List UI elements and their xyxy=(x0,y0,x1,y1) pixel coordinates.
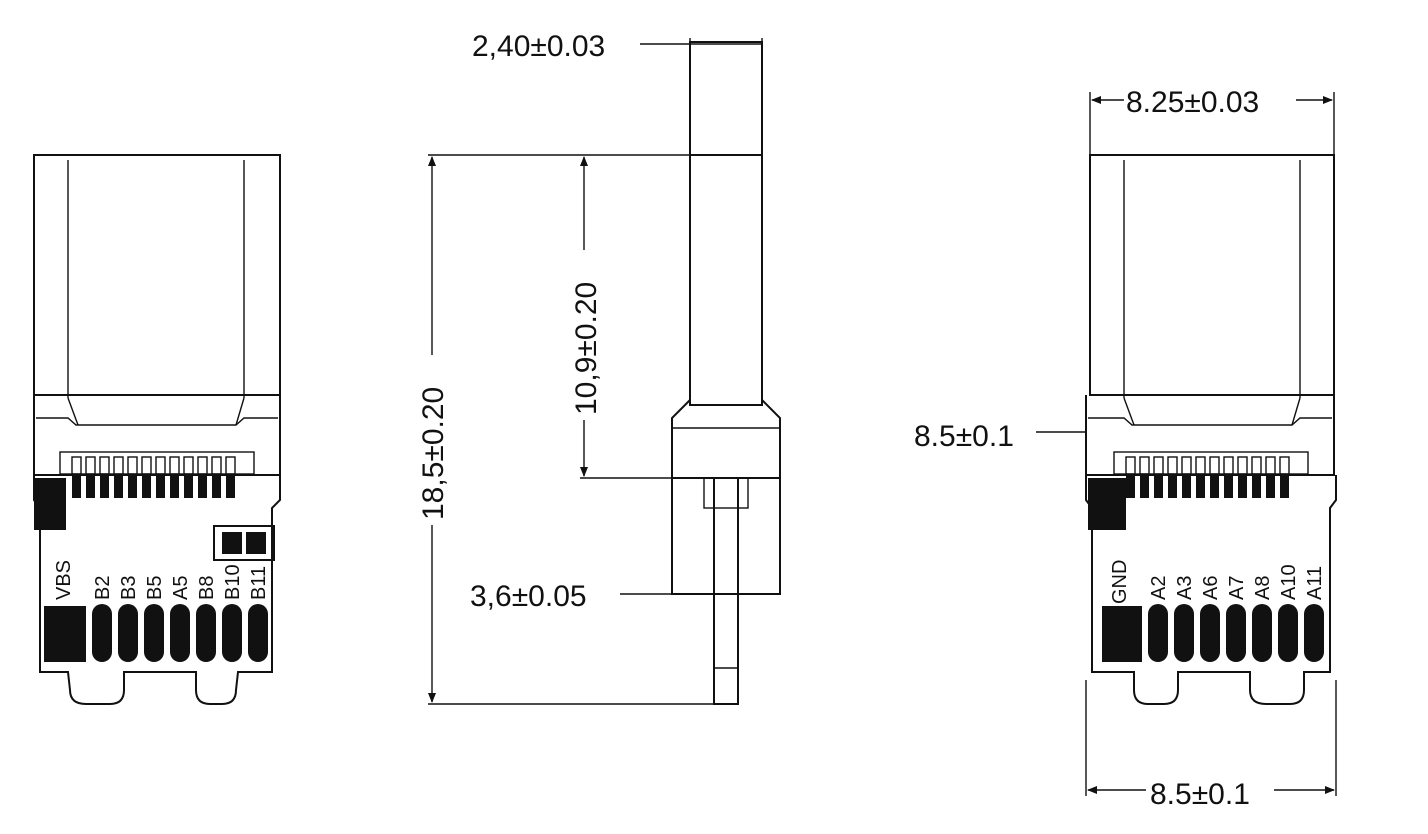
comb-lead xyxy=(114,474,123,498)
left-ground-label: VBS xyxy=(53,560,75,600)
right-pad xyxy=(1200,604,1220,662)
comb-lead xyxy=(142,474,151,498)
left-pad xyxy=(222,604,242,662)
right-pin-label: A10 xyxy=(1278,564,1300,600)
comb-finger xyxy=(85,456,96,475)
comb-finger xyxy=(1125,456,1136,475)
left-pad xyxy=(170,604,190,662)
comb-lead xyxy=(198,474,207,498)
comb-lead xyxy=(170,474,179,498)
comb-finger xyxy=(1279,456,1290,475)
comb-finger xyxy=(113,456,124,475)
right-pin-label: A3 xyxy=(1174,576,1196,600)
comb-finger xyxy=(183,456,194,475)
right-ground-label: GND xyxy=(1109,560,1131,604)
side-view: 2,40±0.03 18,5±0.20 10,9±0.20 3,6±0.05 xyxy=(417,30,781,705)
comb-finger xyxy=(197,456,208,475)
comb-lead xyxy=(1168,474,1177,498)
comb-finger xyxy=(99,456,110,475)
comb-lead xyxy=(1140,474,1149,498)
comb-finger xyxy=(1251,456,1262,475)
left-pad xyxy=(196,604,216,662)
left-pin-label: B5 xyxy=(144,576,166,600)
left-vbus-pad xyxy=(44,606,86,662)
right-pin-label: A6 xyxy=(1200,576,1222,600)
right-pad xyxy=(1252,604,1272,662)
right-gnd-pad xyxy=(1102,606,1142,662)
right-ground-pad xyxy=(1088,478,1126,530)
right-pin-comb xyxy=(1125,456,1290,498)
left-pin-label: A5 xyxy=(170,576,192,600)
dim-tip-width: 2,40±0.03 xyxy=(472,30,605,63)
dim-body-thickness: 3,6±0.05 xyxy=(470,580,587,613)
left-pad xyxy=(144,604,164,662)
comb-lead xyxy=(184,474,193,498)
comb-finger xyxy=(1195,456,1206,475)
comb-finger xyxy=(225,456,236,475)
dim-total-length: 18,5±0.20 xyxy=(417,387,450,520)
comb-lead xyxy=(1182,474,1191,498)
comb-lead xyxy=(1252,474,1261,498)
dim-plug-width: 8.25±0.03 xyxy=(1126,86,1259,119)
comb-finger xyxy=(1223,456,1234,475)
left-pad xyxy=(92,604,112,662)
comb-lead xyxy=(128,474,137,498)
comb-finger xyxy=(211,456,222,475)
comb-lead xyxy=(226,474,235,498)
comb-finger xyxy=(1181,456,1192,475)
right-pad xyxy=(1278,604,1298,662)
comb-finger xyxy=(71,456,82,475)
comb-finger xyxy=(1153,456,1164,475)
left-pin-label: B8 xyxy=(196,576,218,600)
comb-finger xyxy=(1237,456,1248,475)
comb-lead xyxy=(1210,474,1219,498)
right-pin-label: A7 xyxy=(1226,576,1248,600)
comb-lead xyxy=(1238,474,1247,498)
comb-finger xyxy=(127,456,138,475)
comb-lead xyxy=(1280,474,1289,498)
comb-lead xyxy=(212,474,221,498)
right-pad xyxy=(1226,604,1246,662)
comb-lead xyxy=(1126,474,1135,498)
right-pad xyxy=(1148,604,1168,662)
comb-finger xyxy=(1139,456,1150,475)
comb-finger xyxy=(155,456,166,475)
dim-board-width: 8.5±0.1 xyxy=(1150,778,1250,811)
left-pin-label: B11 xyxy=(248,566,270,600)
dim-step-height: 8.5±0.1 xyxy=(914,420,1014,453)
left-pin-comb xyxy=(71,456,236,498)
right-pad xyxy=(1304,604,1324,662)
left-pad xyxy=(248,604,268,662)
comb-finger xyxy=(141,456,152,475)
comb-finger xyxy=(1167,456,1178,475)
comb-lead xyxy=(1196,474,1205,498)
right-pin-label: A8 xyxy=(1252,576,1274,600)
comb-lead xyxy=(72,474,81,498)
comb-lead xyxy=(100,474,109,498)
comb-lead xyxy=(86,474,95,498)
left-test-pads xyxy=(213,525,275,561)
left-pad xyxy=(118,604,138,662)
right-pin-label: A11 xyxy=(1304,566,1326,600)
right-pad xyxy=(1174,604,1194,662)
comb-lead xyxy=(1154,474,1163,498)
right-pin-label: A2 xyxy=(1148,576,1170,600)
comb-lead xyxy=(156,474,165,498)
comb-lead xyxy=(1266,474,1275,498)
dim-plug-length: 10,9±0.20 xyxy=(570,282,603,415)
comb-lead xyxy=(1224,474,1233,498)
comb-finger xyxy=(169,456,180,475)
comb-finger xyxy=(1265,456,1276,475)
left-pin-label: B10 xyxy=(222,564,244,600)
left-ground-pad xyxy=(34,478,66,530)
comb-finger xyxy=(1209,456,1220,475)
left-pin-label: B3 xyxy=(118,576,140,600)
left-pin-label: B2 xyxy=(92,576,114,600)
